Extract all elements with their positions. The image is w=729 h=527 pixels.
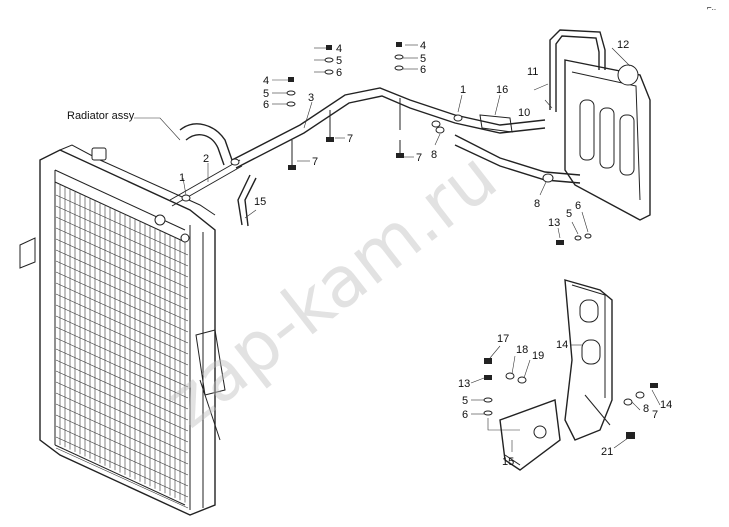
callout-5a: 5 (263, 88, 269, 100)
callout-6e: 6 (462, 409, 468, 421)
callout-10: 10 (518, 107, 530, 119)
mounting-plate (499, 399, 561, 471)
callout-7b: 7 (347, 133, 353, 145)
callout-21: 21 (601, 446, 613, 458)
expansion-tank (549, 29, 651, 221)
callout-5b: 5 (336, 55, 342, 67)
callout-14b: 14 (660, 399, 672, 411)
callout-6c: 6 (420, 64, 426, 76)
callout-4c: 4 (420, 40, 426, 52)
callout-12: 12 (617, 39, 629, 51)
callout-16: 15 (254, 196, 266, 208)
callout-19: 18 (516, 344, 528, 356)
callout-13b: 13 (458, 378, 470, 390)
callout-17: 16 (496, 84, 508, 96)
callout-numbers: 1 2 3 4 5 6 4 5 6 4 5 6 7 7 7 1 16 8 10 … (179, 39, 672, 468)
callout-5d: 5 (566, 208, 572, 220)
callout-8b: 8 (534, 198, 540, 210)
callout-7d: 7 (652, 409, 658, 421)
callout-2: 2 (203, 153, 209, 165)
mounting-bracket (564, 279, 613, 441)
callout-3: 3 (308, 92, 314, 104)
corner-mark: ⌐.. (707, 3, 716, 12)
callout-15: 15 (502, 456, 514, 468)
callout-11: 11 (527, 66, 538, 78)
callout-6b: 6 (336, 67, 342, 79)
radiator-assembly (19, 144, 226, 516)
leader-lines (134, 44, 661, 452)
callout-8c: 8 (643, 403, 649, 415)
radiator-assy-label: Radiator assy (67, 110, 135, 122)
callout-7a: 7 (312, 156, 318, 168)
callout-5c: 5 (420, 53, 426, 65)
callout-1b: 1 (460, 84, 466, 96)
callout-4a: 4 (263, 75, 269, 87)
pipe-assembly (169, 87, 581, 227)
callout-18: 17 (497, 333, 509, 345)
callout-8a: 8 (431, 149, 437, 161)
callout-6d: 6 (575, 200, 581, 212)
callout-6a: 6 (263, 99, 269, 111)
callout-14a: 14 (556, 339, 568, 351)
watermark: zap-kam.ru (150, 136, 512, 444)
callout-1a: 1 (179, 172, 185, 184)
callout-5e: 5 (462, 395, 468, 407)
callout-13a: 13 (548, 217, 560, 229)
callout-7c: 7 (416, 152, 422, 164)
callout-20: 19 (532, 350, 544, 362)
callout-4b: 4 (336, 43, 342, 55)
